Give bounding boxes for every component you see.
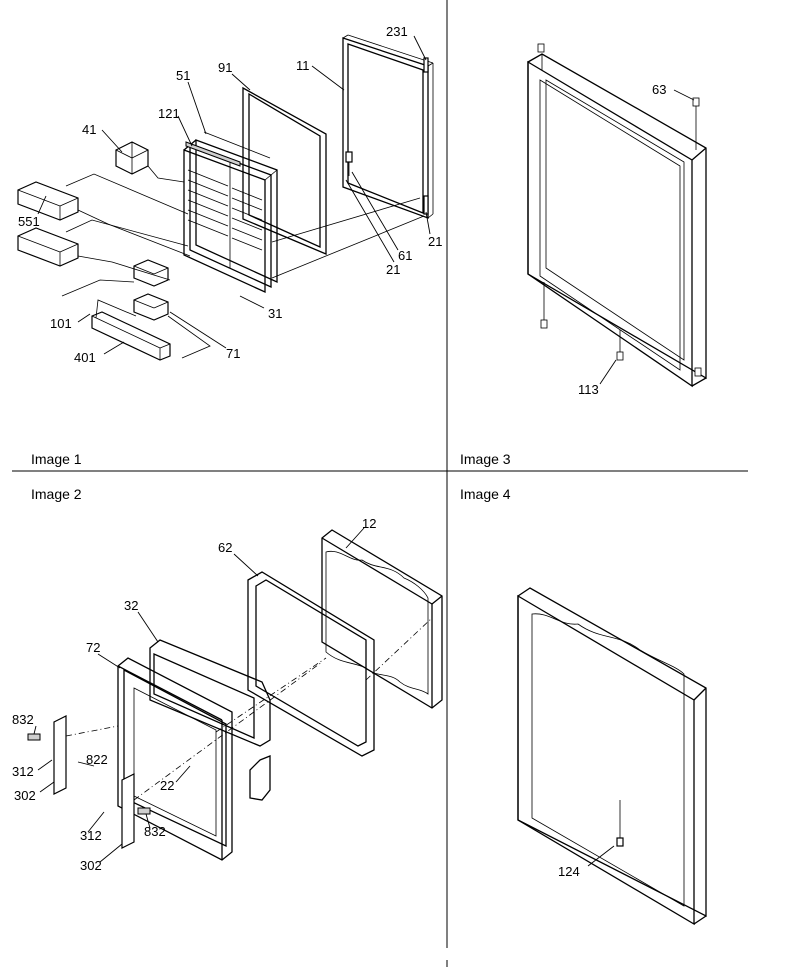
callout-61: 61 bbox=[398, 248, 412, 263]
caption-image-3: Image 3 bbox=[460, 451, 511, 467]
callout-302-bottom: 302 bbox=[80, 858, 102, 873]
callout-31: 31 bbox=[268, 306, 282, 321]
door-liner bbox=[183, 131, 278, 294]
callout-22: 22 bbox=[160, 778, 174, 793]
callout-551: 551 bbox=[18, 214, 40, 229]
leader-lines-image-1 bbox=[37, 35, 431, 355]
callout-32: 32 bbox=[124, 598, 138, 613]
callout-231: 231 bbox=[386, 24, 408, 39]
bottom-door-bar bbox=[91, 311, 171, 361]
callout-labels: 231 91 11 51 121 41 551 21 61 21 31 101 … bbox=[12, 24, 666, 879]
caption-image-1: Image 1 bbox=[31, 451, 82, 467]
callout-124: 124 bbox=[558, 864, 580, 879]
panel-dividers bbox=[12, 0, 748, 967]
callout-11: 11 bbox=[296, 58, 310, 73]
assembly-lines bbox=[61, 165, 425, 359]
callout-121: 121 bbox=[158, 106, 180, 121]
callout-21-right: 21 bbox=[428, 234, 442, 249]
callout-71: 71 bbox=[226, 346, 240, 361]
callout-62: 62 bbox=[218, 540, 232, 555]
small-door-bins bbox=[133, 259, 169, 321]
callout-113: 113 bbox=[578, 382, 599, 397]
dairy-compartment bbox=[115, 141, 149, 175]
caption-image-2: Image 2 bbox=[31, 486, 82, 502]
caption-image-4: Image 4 bbox=[460, 486, 511, 502]
callout-312-bottom: 312 bbox=[80, 828, 102, 843]
callout-51: 51 bbox=[176, 68, 190, 83]
callout-832-bottom: 832 bbox=[144, 824, 166, 839]
callout-72: 72 bbox=[86, 640, 100, 655]
image-4-drawing bbox=[517, 587, 707, 926]
callout-91: 91 bbox=[218, 60, 232, 75]
callout-12: 12 bbox=[362, 516, 376, 531]
callout-401: 401 bbox=[74, 350, 96, 365]
callout-832-top: 832 bbox=[12, 712, 34, 727]
door-shelf-bins bbox=[17, 181, 79, 267]
callout-41: 41 bbox=[82, 122, 96, 137]
image-1-drawing bbox=[17, 34, 434, 361]
callout-302-top: 302 bbox=[14, 788, 36, 803]
callout-312-top: 312 bbox=[12, 764, 34, 779]
callout-822: 822 bbox=[86, 752, 108, 767]
outer-door-panel bbox=[342, 34, 434, 219]
image-3-drawing bbox=[527, 43, 707, 388]
callout-63: 63 bbox=[652, 82, 666, 97]
callout-21-lower: 21 bbox=[386, 262, 400, 277]
image-2-drawing bbox=[27, 527, 443, 863]
callout-101: 101 bbox=[50, 316, 72, 331]
door-gasket bbox=[242, 86, 327, 255]
